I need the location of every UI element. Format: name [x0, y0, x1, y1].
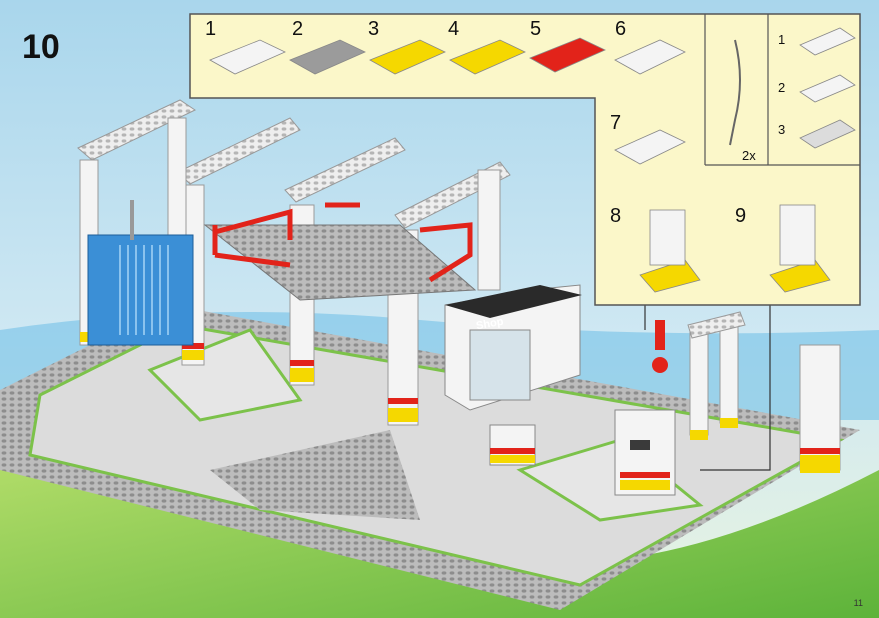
side-substep-number: 1	[778, 32, 786, 47]
substep-callout	[190, 14, 862, 306]
substep-number: 6	[615, 18, 627, 40]
side-substep-number: 2	[778, 80, 786, 95]
substep-number: 2	[292, 18, 304, 40]
substep-number: 8	[610, 205, 622, 227]
hose-quantity: 2x	[742, 148, 756, 163]
substep-number: 1	[205, 18, 217, 40]
side-substep-number: 3	[778, 122, 786, 137]
substep-number: 9	[735, 205, 747, 227]
step-number: 10	[22, 28, 60, 66]
substep-number: 3	[368, 18, 380, 40]
substep-number: 7	[610, 112, 622, 134]
substep-number: 5	[530, 18, 542, 40]
page-number: 11	[853, 598, 863, 608]
substep-number: 4	[448, 18, 460, 40]
